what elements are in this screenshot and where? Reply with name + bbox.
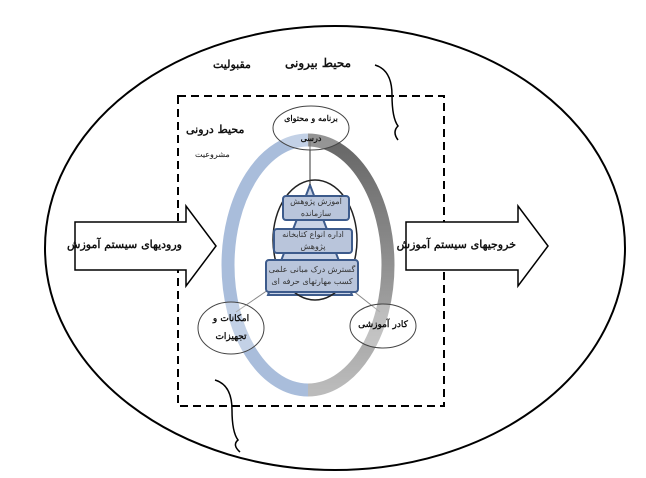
connector-line <box>235 289 269 313</box>
outer-environment-ellipse <box>44 25 626 471</box>
legitimacy-label: مشروعیت <box>195 150 230 159</box>
facilities-label: امکانات و تجهیزات <box>212 314 250 342</box>
pyramid-level-1: آموزش پژوهش سازمانده <box>282 195 350 221</box>
pyramid-level-3: گسترش درک مبانی علمی کسب مهارتهای حرفه ا… <box>265 259 359 293</box>
ring-left-half <box>221 133 309 397</box>
curly-brace-top <box>374 64 399 141</box>
outputs-label: خروجیهای سیستم آموزش <box>396 238 516 251</box>
ring-right-half <box>307 133 395 397</box>
staff-label: کادر آموزشی <box>358 320 408 330</box>
outer-environment-title: محیط بیرونی <box>285 56 352 70</box>
curriculum-label: برنامه و محتوای درسی <box>284 113 338 143</box>
inputs-arrow <box>74 203 217 289</box>
acceptance-label: مقبولیت <box>213 58 251 71</box>
connector-line <box>351 289 381 313</box>
inputs-label: ورودیهای سیستم آموزش <box>67 238 182 251</box>
outputs-arrow <box>405 203 549 289</box>
facilities-node <box>197 301 265 355</box>
staff-node <box>349 303 417 349</box>
inner-environment-title: محیط درونی <box>186 123 245 136</box>
curly-brace-bottom <box>214 379 241 453</box>
curriculum-node <box>272 105 350 151</box>
pyramid-level-2: اداره انواع کتابخانه پژوهش <box>273 228 353 254</box>
